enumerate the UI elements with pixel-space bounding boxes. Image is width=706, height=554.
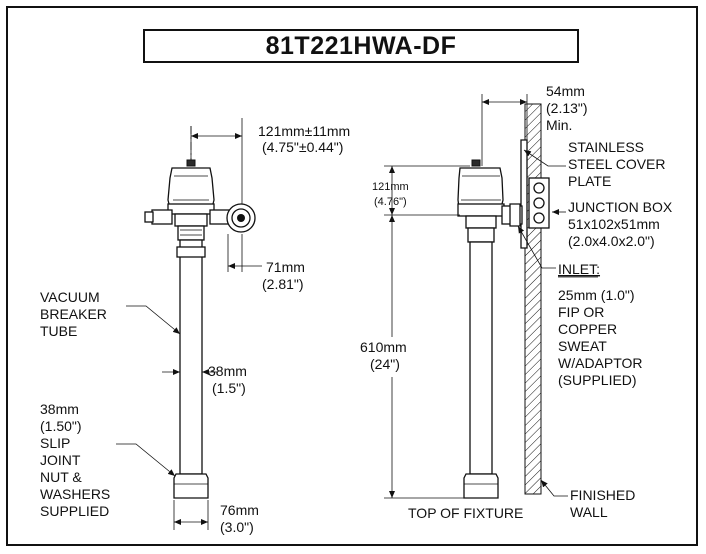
svg-text:51x102x51mm: 51x102x51mm [568, 216, 660, 232]
svg-text:STAINLESS: STAINLESS [568, 139, 644, 155]
svg-text:SUPPLIED: SUPPLIED [40, 503, 109, 519]
svg-text:SWEAT: SWEAT [558, 338, 607, 354]
label-inlet: 25mm (1.0") FIP OR COPPER SWEAT W/ADAPTO… [558, 287, 643, 388]
cover-plate [520, 139, 528, 249]
svg-text:(4.76"): (4.76") [374, 196, 407, 208]
svg-text:(24"): (24") [370, 356, 400, 372]
drawing-frame [6, 6, 698, 546]
svg-text:COPPER: COPPER [558, 321, 617, 337]
svg-text:VACUUM: VACUUM [40, 289, 100, 305]
label-junction-box: JUNCTION BOX 51x102x51mm (2.0x4.0x2.0") [568, 199, 673, 249]
svg-text:25mm (1.0"): 25mm (1.0") [558, 287, 635, 303]
front-flushometer-head [144, 159, 256, 241]
side-tube [469, 241, 493, 475]
svg-text:FIP OR: FIP OR [558, 304, 604, 320]
svg-text:610mm: 610mm [360, 339, 407, 355]
svg-text:FINISHED: FINISHED [570, 487, 635, 503]
tube-coupling [176, 246, 206, 258]
dim-base-in: (3.0") [220, 519, 254, 535]
side-flushometer-head [457, 159, 523, 243]
svg-text:BREAKER: BREAKER [40, 306, 107, 322]
dim-side-mm: 71mm [266, 259, 305, 275]
svg-text:PLATE: PLATE [568, 173, 611, 189]
label-cover-plate: STAINLESS STEEL COVER PLATE [568, 139, 666, 189]
svg-text:121mm: 121mm [372, 181, 409, 193]
model-title: 81T221HWA-DF [265, 31, 457, 60]
svg-text:38mm: 38mm [40, 401, 79, 417]
dim-width-mm: 121mm±11mm [258, 123, 350, 139]
vacuum-breaker-tube [179, 239, 203, 475]
svg-text:JOINT: JOINT [40, 452, 81, 468]
dim-side-in: (2.81") [262, 276, 304, 292]
svg-text:Min.: Min. [546, 117, 572, 133]
svg-text:NUT &: NUT & [40, 469, 82, 485]
label-top-of-fixture: TOP OF FIXTURE [408, 505, 523, 521]
title-box: 81T221HWA-DF [143, 29, 579, 63]
front-view: 121mm±11mm (4.75"±0.44") 71mm (2.81") 38… [40, 118, 350, 535]
label-inlet-title: INLET: [558, 261, 600, 277]
dim-tube-in: (1.5") [212, 380, 246, 396]
svg-text:(1.50"): (1.50") [40, 418, 82, 434]
svg-text:WASHERS: WASHERS [40, 486, 110, 502]
dim-tube-mm: 38mm [208, 363, 247, 379]
side-slip-nut [463, 473, 499, 499]
dim-overall-height: 610mm (24") [360, 339, 407, 372]
svg-text:(2.13"): (2.13") [546, 100, 588, 116]
dim-width-in: (4.75"±0.44") [262, 139, 343, 155]
label-finished-wall: FINISHED WALL [570, 487, 635, 520]
svg-text:WALL: WALL [570, 504, 608, 520]
svg-text:W/ADAPTOR: W/ADAPTOR [558, 355, 643, 371]
svg-text:JUNCTION BOX: JUNCTION BOX [568, 199, 673, 215]
dim-base-mm: 76mm [220, 502, 259, 518]
svg-text:(2.0x4.0x2.0"): (2.0x4.0x2.0") [568, 233, 655, 249]
slip-joint-nut [173, 473, 209, 499]
svg-text:SLIP: SLIP [40, 435, 70, 451]
label-slip-joint-nut: 38mm (1.50") SLIP JOINT NUT & WASHERS SU… [40, 401, 110, 519]
svg-text:TUBE: TUBE [40, 323, 77, 339]
dim-wall-clearance: 54mm (2.13") Min. [546, 83, 588, 133]
svg-text:54mm: 54mm [546, 83, 585, 99]
dim-head-height: 121mm (4.76") [372, 181, 409, 208]
svg-text:(SUPPLIED): (SUPPLIED) [558, 372, 637, 388]
svg-text:STEEL COVER: STEEL COVER [568, 156, 666, 172]
label-vacuum-breaker-tube: VACUUM BREAKER TUBE [40, 289, 107, 339]
side-view: 54mm (2.13") Min. STAINLESS STEEL COVER … [356, 83, 673, 521]
